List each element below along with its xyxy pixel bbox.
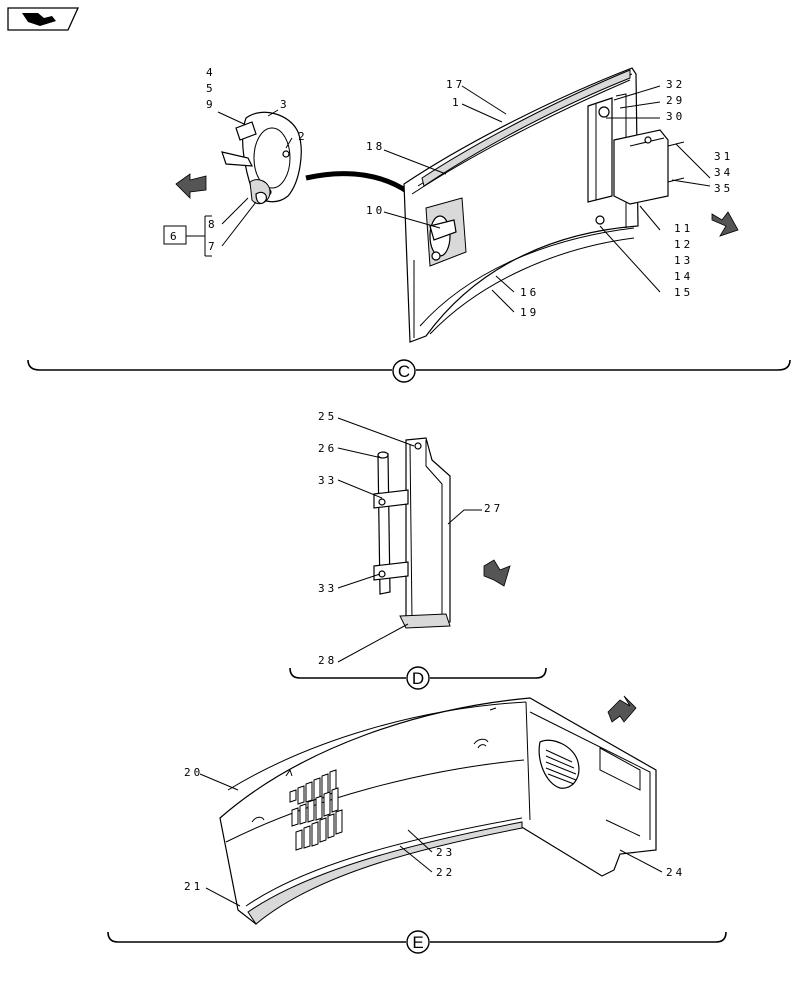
label-16: 16: [520, 286, 539, 299]
label-35: 35: [714, 182, 733, 195]
direction-arrow-e: [607, 695, 637, 723]
label-21: 21: [184, 880, 203, 893]
direction-arrow-left: [175, 173, 207, 199]
ref-box-6: [163, 225, 187, 245]
fender-panel-c: [403, 67, 639, 343]
label-25: 25: [318, 410, 337, 423]
label-12: 12: [674, 238, 693, 251]
label-6: 6: [170, 230, 180, 243]
section-e-brace: [107, 931, 727, 943]
label-30: 30: [666, 110, 685, 123]
label-9: 9: [206, 98, 216, 111]
label-26: 26: [318, 442, 337, 455]
label-23: 23: [436, 846, 455, 859]
section-e-drawing: E 20 21 23 22 24: [107, 695, 727, 954]
section-d-drawing: D 25 26 33 27 33 28: [289, 410, 547, 690]
section-c-marker: [392, 359, 416, 383]
label-22: 22: [436, 866, 455, 879]
label-7: 7: [208, 240, 218, 253]
section-d-brace: [289, 667, 547, 679]
label-5: 5: [206, 82, 216, 95]
label-15: 15: [674, 286, 693, 299]
vent-slots: [289, 769, 343, 851]
label-27: 27: [484, 502, 503, 515]
label-33-lower: 33: [318, 582, 337, 595]
label-4: 4: [206, 66, 216, 79]
leaders-e: [199, 773, 663, 907]
label-18: 18: [366, 140, 385, 153]
housing-assembly: [221, 111, 302, 205]
label-1: 1: [452, 96, 462, 109]
book-icon[interactable]: [7, 7, 80, 31]
label-33-upper: 33: [318, 474, 337, 487]
label-24: 24: [666, 866, 685, 879]
section-c-letter: C: [398, 362, 410, 381]
label-31: 31: [714, 150, 733, 163]
section-c-drawing: C 4 5 9 3 2 8 7 6 17 1 18 10 32 29 30 31…: [27, 66, 791, 383]
section-d-marker: [406, 666, 430, 690]
label-19: 19: [520, 306, 539, 319]
label-2: 2: [298, 130, 308, 143]
label-13: 13: [674, 254, 693, 267]
label-28: 28: [318, 654, 337, 667]
label-10: 10: [366, 204, 385, 217]
section-c-brace: [27, 359, 791, 371]
label-3: 3: [280, 98, 290, 111]
section-e-letter: E: [412, 933, 423, 952]
label-14: 14: [674, 270, 693, 283]
section-d-letter: D: [412, 669, 424, 688]
leaders-d: [337, 417, 482, 663]
label-34: 34: [714, 166, 733, 179]
label-8: 8: [208, 218, 218, 231]
label-20: 20: [184, 766, 203, 779]
assembly-leader: [305, 171, 410, 195]
section-e-marker: [406, 930, 430, 954]
leaders-c: [217, 85, 711, 313]
direction-arrow-right: [711, 211, 739, 237]
hinge-bracket: [613, 129, 685, 205]
label-32: 32: [666, 78, 685, 91]
direction-arrow-d: [483, 559, 511, 587]
label-29: 29: [666, 94, 685, 107]
label-11: 11: [674, 222, 693, 235]
side-cover-panel: [373, 437, 451, 629]
label-17: 17: [446, 78, 465, 91]
rear-fender-panel: [219, 697, 657, 925]
